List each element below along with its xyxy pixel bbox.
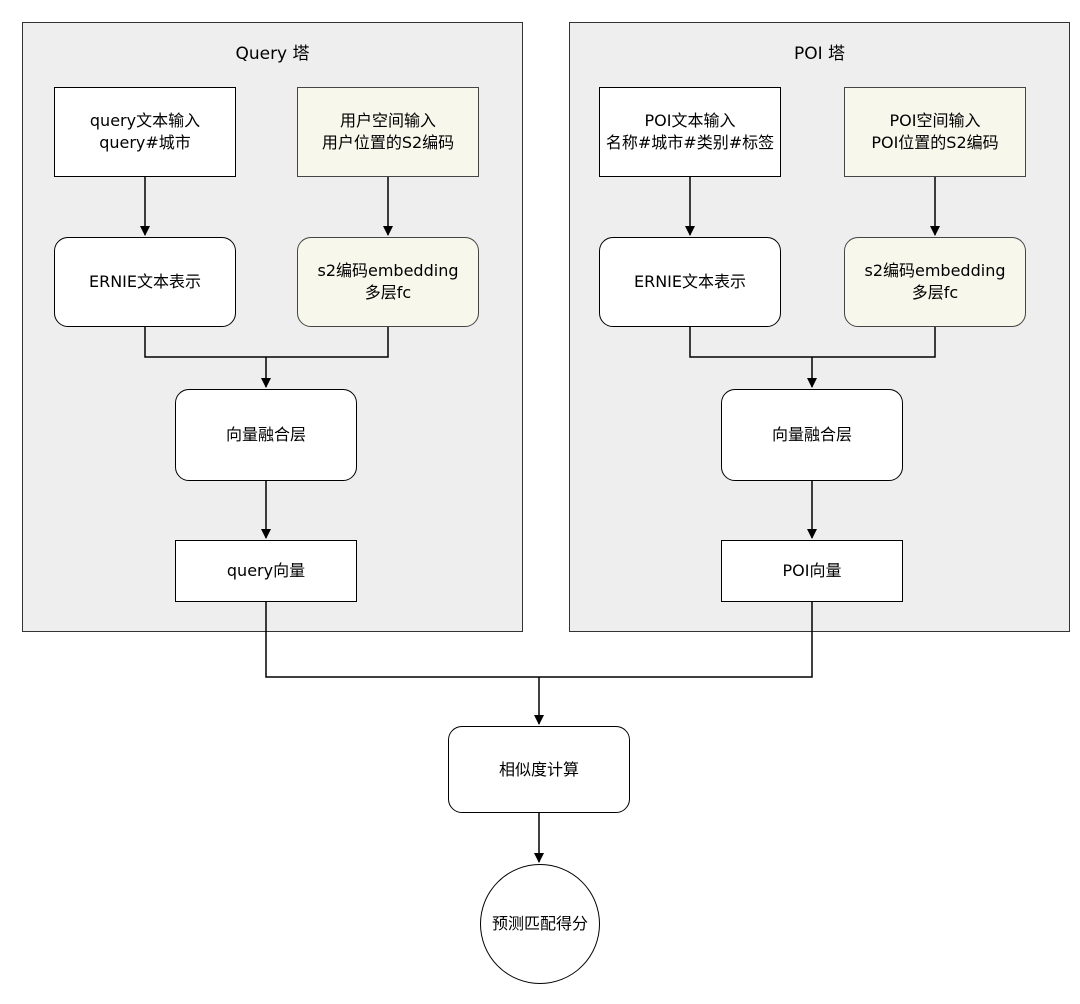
poi-text-input-line2: 名称#城市#类别#标签 (605, 133, 775, 152)
poi-spatial-input-line2: POI位置的S2编码 (871, 133, 999, 152)
query-vector-box: query向量 (175, 540, 357, 602)
poi-ernie-text-repr-label: ERNIE文本表示 (633, 272, 747, 291)
query-ernie-text-repr-box: ERNIE文本表示 (54, 237, 236, 327)
query-text-input-box: query文本输入 query#城市 (54, 87, 236, 177)
poi-ernie-text-repr-box: ERNIE文本表示 (599, 237, 781, 327)
similarity-calculation-label: 相似度计算 (498, 759, 579, 779)
poi-text-input-line1: POI文本输入 (644, 111, 736, 130)
poi-tower-title: POI 塔 (793, 44, 846, 64)
poi-spatial-input-line1: POI空间输入 (889, 111, 981, 130)
user-spatial-input-line1: 用户空间输入 (339, 111, 436, 130)
query-fusion-layer-label: 向量融合层 (225, 425, 306, 444)
user-spatial-input-box: 用户空间输入 用户位置的S2编码 (297, 87, 479, 177)
query-ernie-text-repr-label: ERNIE文本表示 (88, 272, 202, 291)
poi-vector-label: POI向量 (782, 561, 842, 580)
query-text-input-line2: query#城市 (99, 133, 191, 152)
query-s2-embedding-box: s2编码embedding 多层fc (297, 237, 479, 327)
query-s2-embedding-line2: 多层fc (364, 283, 412, 302)
poi-fusion-layer-box: 向量融合层 (721, 389, 903, 481)
query-tower-title: Query 塔 (235, 44, 310, 64)
query-fusion-layer-box: 向量融合层 (175, 389, 357, 481)
poi-fusion-layer-label: 向量融合层 (771, 425, 852, 444)
poi-spatial-input-box: POI空间输入 POI位置的S2编码 (844, 87, 1026, 177)
match-score-label: 预测匹配得分 (491, 914, 588, 933)
match-score-circle: 预测匹配得分 (480, 864, 600, 984)
query-text-input-line1: query文本输入 (89, 111, 201, 130)
query-vector-label: query向量 (226, 561, 306, 580)
poi-text-input-box: POI文本输入 名称#城市#类别#标签 (599, 87, 781, 177)
poi-vector-box: POI向量 (721, 540, 903, 602)
poi-s2-embedding-box: s2编码embedding 多层fc (844, 237, 1026, 327)
query-s2-embedding-line1: s2编码embedding (317, 261, 459, 280)
poi-s2-embedding-line2: 多层fc (911, 283, 959, 302)
poi-s2-embedding-line1: s2编码embedding (864, 261, 1006, 280)
similarity-calculation-box: 相似度计算 (448, 726, 630, 813)
user-spatial-input-line2: 用户位置的S2编码 (321, 133, 455, 152)
